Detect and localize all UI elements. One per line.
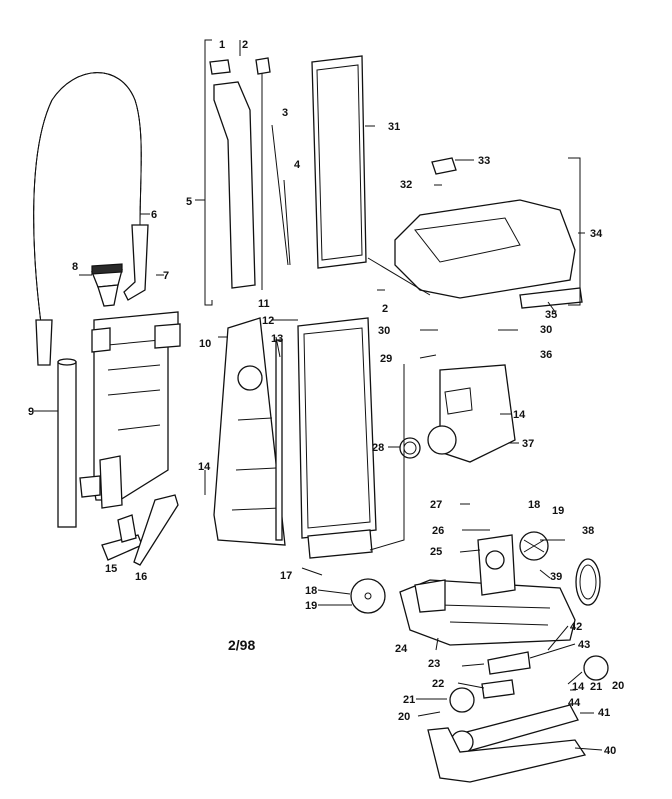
- callout-42: 42: [570, 621, 582, 633]
- callout-11: 11: [258, 298, 270, 310]
- guide-lines: [205, 40, 431, 551]
- rear-wheel-right: [519, 531, 549, 561]
- callout-31: 31: [388, 121, 400, 133]
- callout-35: 35: [545, 309, 557, 321]
- callout-16: 16: [135, 571, 147, 583]
- callout-36: 36: [540, 349, 552, 361]
- upper-handle: [209, 57, 291, 290]
- rear-tool-holder: [79, 311, 181, 509]
- callout-40: 40: [604, 745, 616, 757]
- callout-33: 33: [478, 155, 490, 167]
- callout-12: 12: [262, 315, 274, 327]
- bracket-34: [568, 157, 581, 306]
- callout-20-left: 20: [398, 711, 410, 723]
- callout-22: 22: [432, 678, 444, 690]
- rear-wheel-left: [350, 578, 386, 614]
- callout-14-bottom: 14: [572, 681, 585, 693]
- callout-8: 8: [72, 261, 78, 273]
- belt: [575, 558, 601, 606]
- dusting-brush: [91, 263, 123, 307]
- date-code: 2/98: [228, 637, 255, 653]
- crevice-tool: [133, 494, 179, 566]
- callout-23: 23: [428, 658, 440, 670]
- callout-2-top: 2: [242, 39, 248, 51]
- callout-37: 37: [522, 438, 534, 450]
- brush-drive: [481, 651, 531, 699]
- callout-17: 17: [280, 570, 292, 582]
- callout-43: 43: [578, 639, 590, 651]
- callout-32: 32: [400, 179, 412, 191]
- motor-hood: [394, 157, 583, 309]
- brushroll: [449, 655, 609, 754]
- callout-13: 13: [271, 333, 283, 345]
- callout-41: 41: [598, 707, 610, 719]
- callout-9: 9: [28, 406, 34, 418]
- callout-19-right: 19: [552, 505, 564, 517]
- extension-wand: [57, 358, 77, 528]
- upholstery-tool: [101, 514, 143, 561]
- callout-5: 5: [186, 196, 192, 208]
- bracket-5: [204, 39, 212, 306]
- callout-18-right: 18: [528, 499, 540, 511]
- callout-19-left: 19: [305, 600, 317, 612]
- callout-30-right: 30: [540, 324, 552, 336]
- callout-15: 15: [105, 563, 117, 575]
- bottom-plate: [427, 727, 587, 783]
- callout-27: 27: [430, 499, 442, 511]
- callout-20-right: 20: [612, 680, 624, 692]
- callout-26: 26: [432, 525, 444, 537]
- callout-3: 3: [282, 107, 288, 119]
- callout-2-mid: 2: [382, 303, 388, 315]
- callout-7: 7: [163, 270, 169, 282]
- hose: [33, 72, 149, 366]
- callout-14-left: 14: [198, 461, 211, 473]
- callout-24: 24: [395, 643, 408, 655]
- motor-assembly: [399, 364, 516, 463]
- callout-38: 38: [582, 525, 594, 537]
- callout-6: 6: [151, 209, 157, 221]
- bag-housing: [213, 317, 286, 546]
- base-housing: [399, 534, 576, 646]
- callout-18-left: 18: [305, 585, 317, 597]
- callout-25: 25: [430, 546, 442, 558]
- callout-14-right: 14: [513, 409, 526, 421]
- callout-29: 29: [380, 353, 392, 365]
- callout-labels: 1 2 3 4 5 6 7 8 9 10 11 12 13 14 14 14 1…: [28, 39, 624, 757]
- callout-1: 1: [219, 39, 225, 51]
- callout-30-left: 30: [378, 325, 390, 337]
- bag-door: [275, 317, 377, 559]
- callout-10: 10: [199, 338, 211, 350]
- callout-4: 4: [294, 159, 301, 171]
- callout-28: 28: [372, 442, 384, 454]
- callout-34: 34: [590, 228, 603, 240]
- callout-39: 39: [550, 571, 562, 583]
- callout-21-left: 21: [403, 694, 415, 706]
- callout-44: 44: [568, 697, 581, 709]
- front-panel: [311, 55, 367, 269]
- callout-21-right: 21: [590, 681, 602, 693]
